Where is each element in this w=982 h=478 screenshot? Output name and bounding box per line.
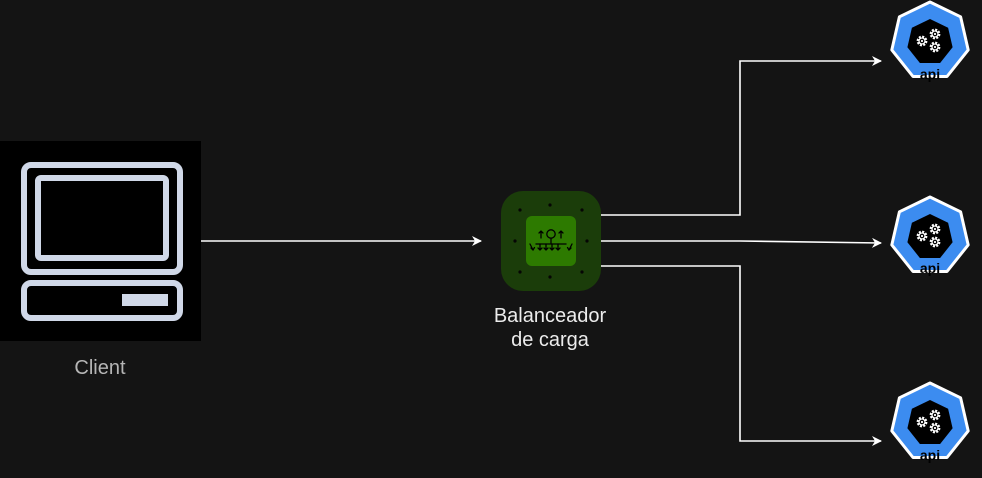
load-balancer-label-line-1: Balanceador (493, 305, 607, 327)
connector-lb-to-api-2 (601, 237, 882, 248)
kubernetes-api-icon: api (890, 381, 970, 463)
load-balancer-icon (501, 191, 601, 291)
connector-lb-to-api-1 (601, 56, 882, 216)
kubernetes-api-icon: api (890, 0, 970, 82)
api-label: api (920, 66, 940, 82)
load-balancer-label: Balanceador de carga (460, 304, 640, 352)
load-balancer-label-line-2: de carga (511, 329, 589, 351)
api-label: api (920, 447, 940, 463)
api-label: api (920, 260, 940, 276)
client-label: Client (74, 357, 126, 379)
connector-lb-to-api-3 (601, 265, 882, 446)
kubernetes-api-icon: api (890, 195, 970, 276)
desktop-computer-icon (0, 141, 201, 341)
